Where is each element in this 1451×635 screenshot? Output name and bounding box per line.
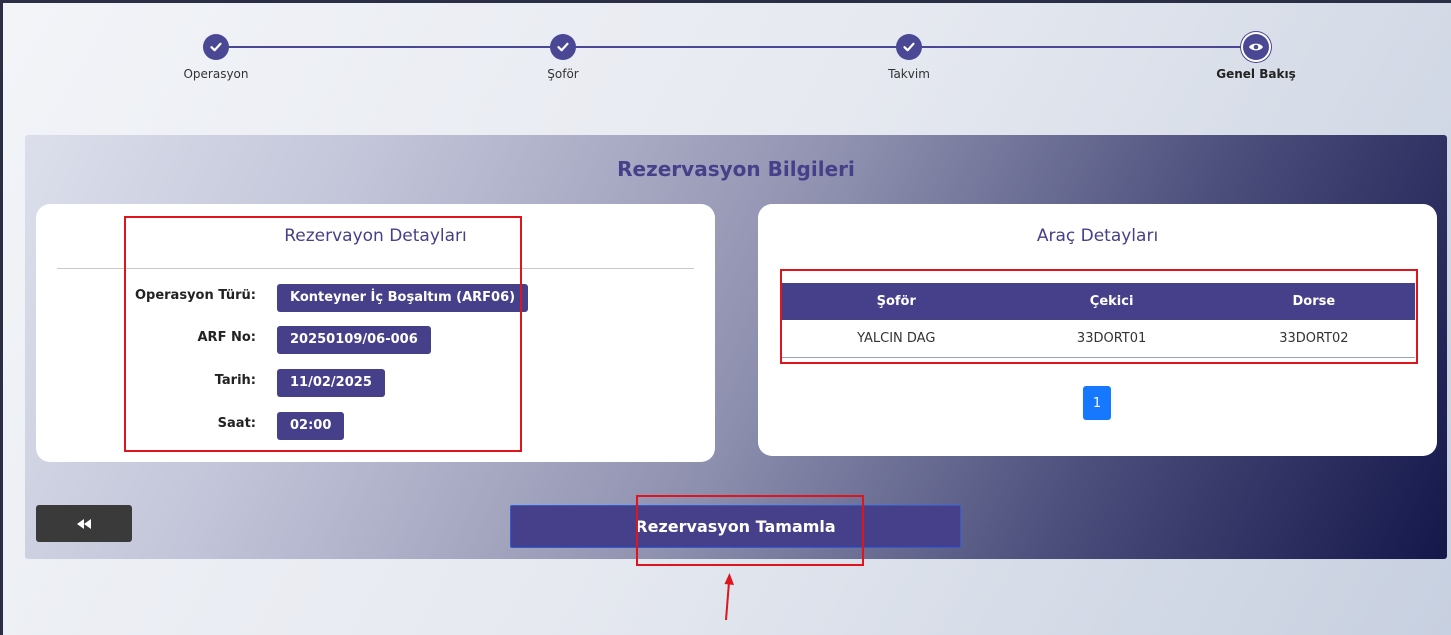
detail-row-date: Tarih: 11/02/2025 xyxy=(36,369,715,397)
step-operasyon[interactable]: Operasyon xyxy=(146,34,286,81)
window-frame-top xyxy=(0,0,1451,3)
annotation-highlight-box xyxy=(124,216,522,452)
progress-stepper: Operasyon Şoför Takvim Genel Bakış xyxy=(0,0,1451,110)
annotation-highlight-box xyxy=(780,269,1418,364)
vehicle-table: Şoför Çekici Dorse YALCIN DAG 33DORT01 3… xyxy=(782,283,1415,358)
step-genel-bakis[interactable]: Genel Bakış xyxy=(1186,34,1326,81)
step-label: Genel Bakış xyxy=(1216,67,1296,81)
table-cell-driver: YALCIN DAG xyxy=(782,320,1011,358)
detail-label: ARF No: xyxy=(197,330,257,345)
panel-title: Rezervasyon Bilgileri xyxy=(617,157,855,181)
detail-label: Tarih: xyxy=(214,373,256,388)
column-header-driver[interactable]: Şoför xyxy=(782,283,1011,320)
detail-row-arf-no: ARF No: 20250109/06-006 xyxy=(36,326,715,354)
step-label: Takvim xyxy=(888,67,930,81)
back-button[interactable] xyxy=(36,505,132,542)
table-row[interactable]: YALCIN DAG 33DORT01 33DORT02 xyxy=(782,320,1415,358)
reservation-details-title: Rezervayon Detayları xyxy=(284,226,467,246)
detail-value-badge: 11/02/2025 xyxy=(277,369,385,397)
table-header-row: Şoför Çekici Dorse xyxy=(782,283,1415,320)
pagination-page-button[interactable]: 1 xyxy=(1083,386,1111,420)
divider xyxy=(57,268,694,269)
annotation-highlight-box xyxy=(636,495,864,566)
step-label: Operasyon xyxy=(183,67,249,81)
eye-icon xyxy=(1243,34,1269,60)
stepper-line xyxy=(216,46,1256,48)
step-sofor[interactable]: Şoför xyxy=(493,34,633,81)
reservation-details-card: Rezervayon Detayları Operasyon Türü: Kon… xyxy=(36,204,715,462)
table-cell-tractor: 33DORT01 xyxy=(1010,320,1213,358)
double-chevron-left-icon xyxy=(76,514,92,533)
detail-label: Saat: xyxy=(217,416,256,431)
step-label: Şoför xyxy=(547,67,579,81)
column-header-tractor[interactable]: Çekici xyxy=(1010,283,1213,320)
detail-value-badge: 20250109/06-006 xyxy=(277,326,431,354)
table-cell-trailer: 33DORT02 xyxy=(1212,320,1415,358)
reservation-summary-panel: Rezervasyon Bilgileri Rezervayon Detayla… xyxy=(25,135,1447,559)
detail-row-operation-type: Operasyon Türü: Konteyner İç Boşaltım (A… xyxy=(36,284,715,312)
detail-row-time: Saat: 02:00 xyxy=(36,412,715,440)
detail-value-badge: Konteyner İç Boşaltım (ARF06) xyxy=(277,284,529,312)
vehicle-details-title: Araç Detayları xyxy=(1036,226,1159,246)
annotation-arrow-icon xyxy=(724,573,734,621)
check-icon xyxy=(896,34,922,60)
check-icon xyxy=(203,34,229,60)
window-frame-left xyxy=(0,0,3,635)
detail-value-badge: 02:00 xyxy=(277,412,345,440)
step-takvim[interactable]: Takvim xyxy=(839,34,979,81)
vehicle-details-card: Araç Detayları Şoför Çekici Dorse YALCIN… xyxy=(758,204,1437,456)
check-icon xyxy=(550,34,576,60)
complete-reservation-button[interactable]: Rezervasyon Tamamla xyxy=(510,505,961,548)
detail-label: Operasyon Türü: xyxy=(134,288,256,303)
column-header-trailer[interactable]: Dorse xyxy=(1212,283,1415,320)
